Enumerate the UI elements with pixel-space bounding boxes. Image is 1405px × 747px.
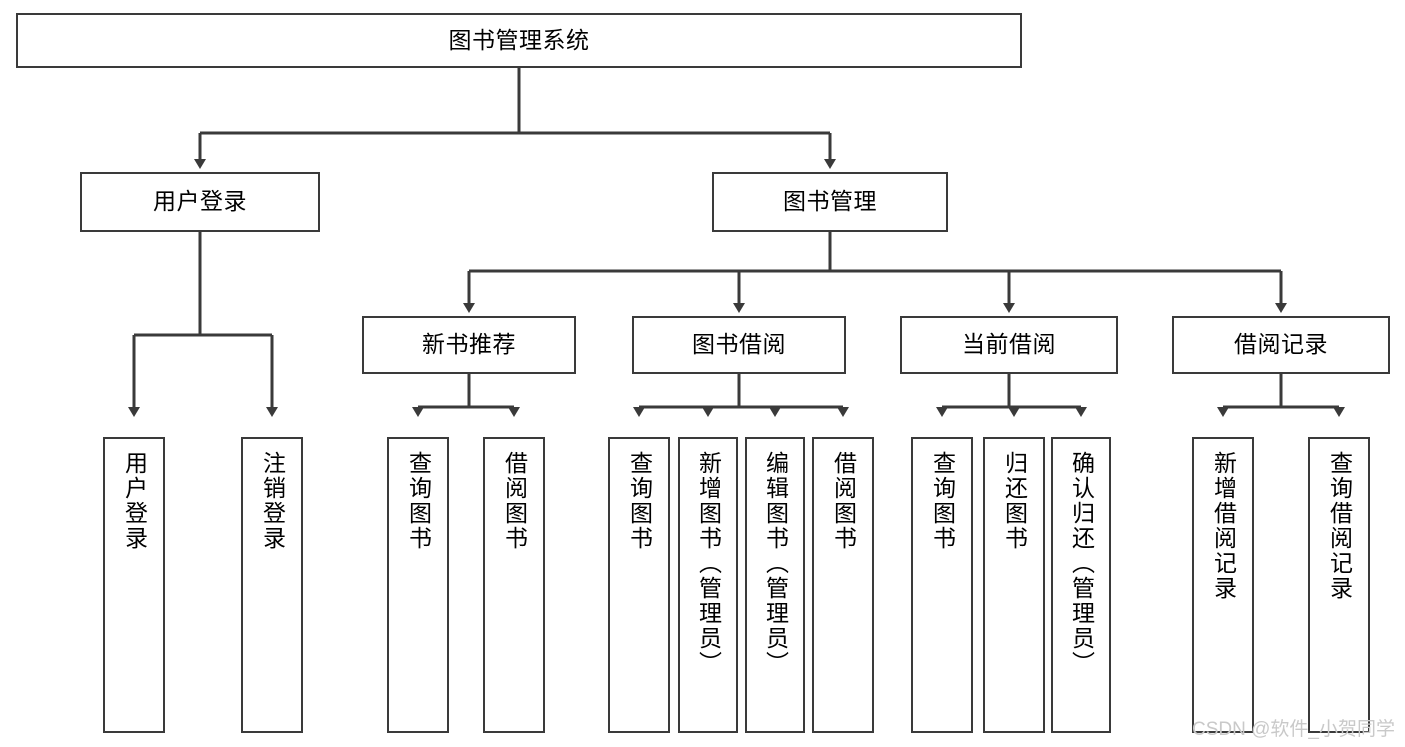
leaf-edit-book-admin-label: 编辑图书（管理员）: [762, 451, 789, 676]
node-new-book-recommend-label: 新书推荐: [422, 331, 516, 358]
leaf-confirm-return-admin-label: 确认归还（管理员）: [1068, 451, 1095, 676]
node-current-borrow-label: 当前借阅: [962, 331, 1056, 358]
leaf-query-book-borrow-label: 查询图书: [626, 451, 653, 551]
node-root-label: 图书管理系统: [448, 26, 590, 53]
node-root[interactable]: 图书管理系统: [16, 13, 1022, 68]
leaf-borrow-book-label: 借阅图书: [830, 451, 857, 551]
leaf-query-book-current-label: 查询图书: [929, 451, 956, 551]
leaf-return-book-label: 归还图书: [1001, 451, 1028, 551]
node-book-borrow-label: 图书借阅: [692, 331, 786, 358]
node-borrow-record-label: 借阅记录: [1234, 331, 1328, 358]
leaf-add-book-admin[interactable]: 新增图书（管理员）: [678, 437, 738, 733]
node-user-login-label: 用户登录: [153, 188, 247, 215]
node-borrow-record[interactable]: 借阅记录: [1172, 316, 1390, 374]
leaf-user-login[interactable]: 用户登录: [103, 437, 165, 733]
node-current-borrow[interactable]: 当前借阅: [900, 316, 1118, 374]
leaf-query-book-recommend[interactable]: 查询图书: [387, 437, 449, 733]
leaf-query-book-current[interactable]: 查询图书: [911, 437, 973, 733]
leaf-borrow-book[interactable]: 借阅图书: [812, 437, 874, 733]
leaf-confirm-return-admin[interactable]: 确认归还（管理员）: [1051, 437, 1111, 733]
leaf-user-login-label: 用户登录: [121, 451, 148, 551]
leaf-query-borrow-record-label: 查询借阅记录: [1326, 451, 1353, 601]
node-book-management[interactable]: 图书管理: [712, 172, 948, 232]
node-new-book-recommend[interactable]: 新书推荐: [362, 316, 576, 374]
leaf-logout[interactable]: 注销登录: [241, 437, 303, 733]
leaf-borrow-book-recommend-label: 借阅图书: [501, 451, 528, 551]
leaf-query-book-recommend-label: 查询图书: [405, 451, 432, 551]
leaf-query-borrow-record[interactable]: 查询借阅记录: [1308, 437, 1370, 733]
leaf-borrow-book-recommend[interactable]: 借阅图书: [483, 437, 545, 733]
leaf-add-borrow-record-label: 新增借阅记录: [1210, 451, 1237, 601]
node-user-login[interactable]: 用户登录: [80, 172, 320, 232]
leaf-edit-book-admin[interactable]: 编辑图书（管理员）: [745, 437, 805, 733]
leaf-query-book-borrow[interactable]: 查询图书: [608, 437, 670, 733]
node-book-borrow[interactable]: 图书借阅: [632, 316, 846, 374]
leaf-add-borrow-record[interactable]: 新增借阅记录: [1192, 437, 1254, 733]
leaf-logout-label: 注销登录: [259, 451, 286, 551]
leaf-add-book-admin-label: 新增图书（管理员）: [695, 451, 722, 676]
leaf-return-book[interactable]: 归还图书: [983, 437, 1045, 733]
node-book-management-label: 图书管理: [783, 188, 877, 215]
